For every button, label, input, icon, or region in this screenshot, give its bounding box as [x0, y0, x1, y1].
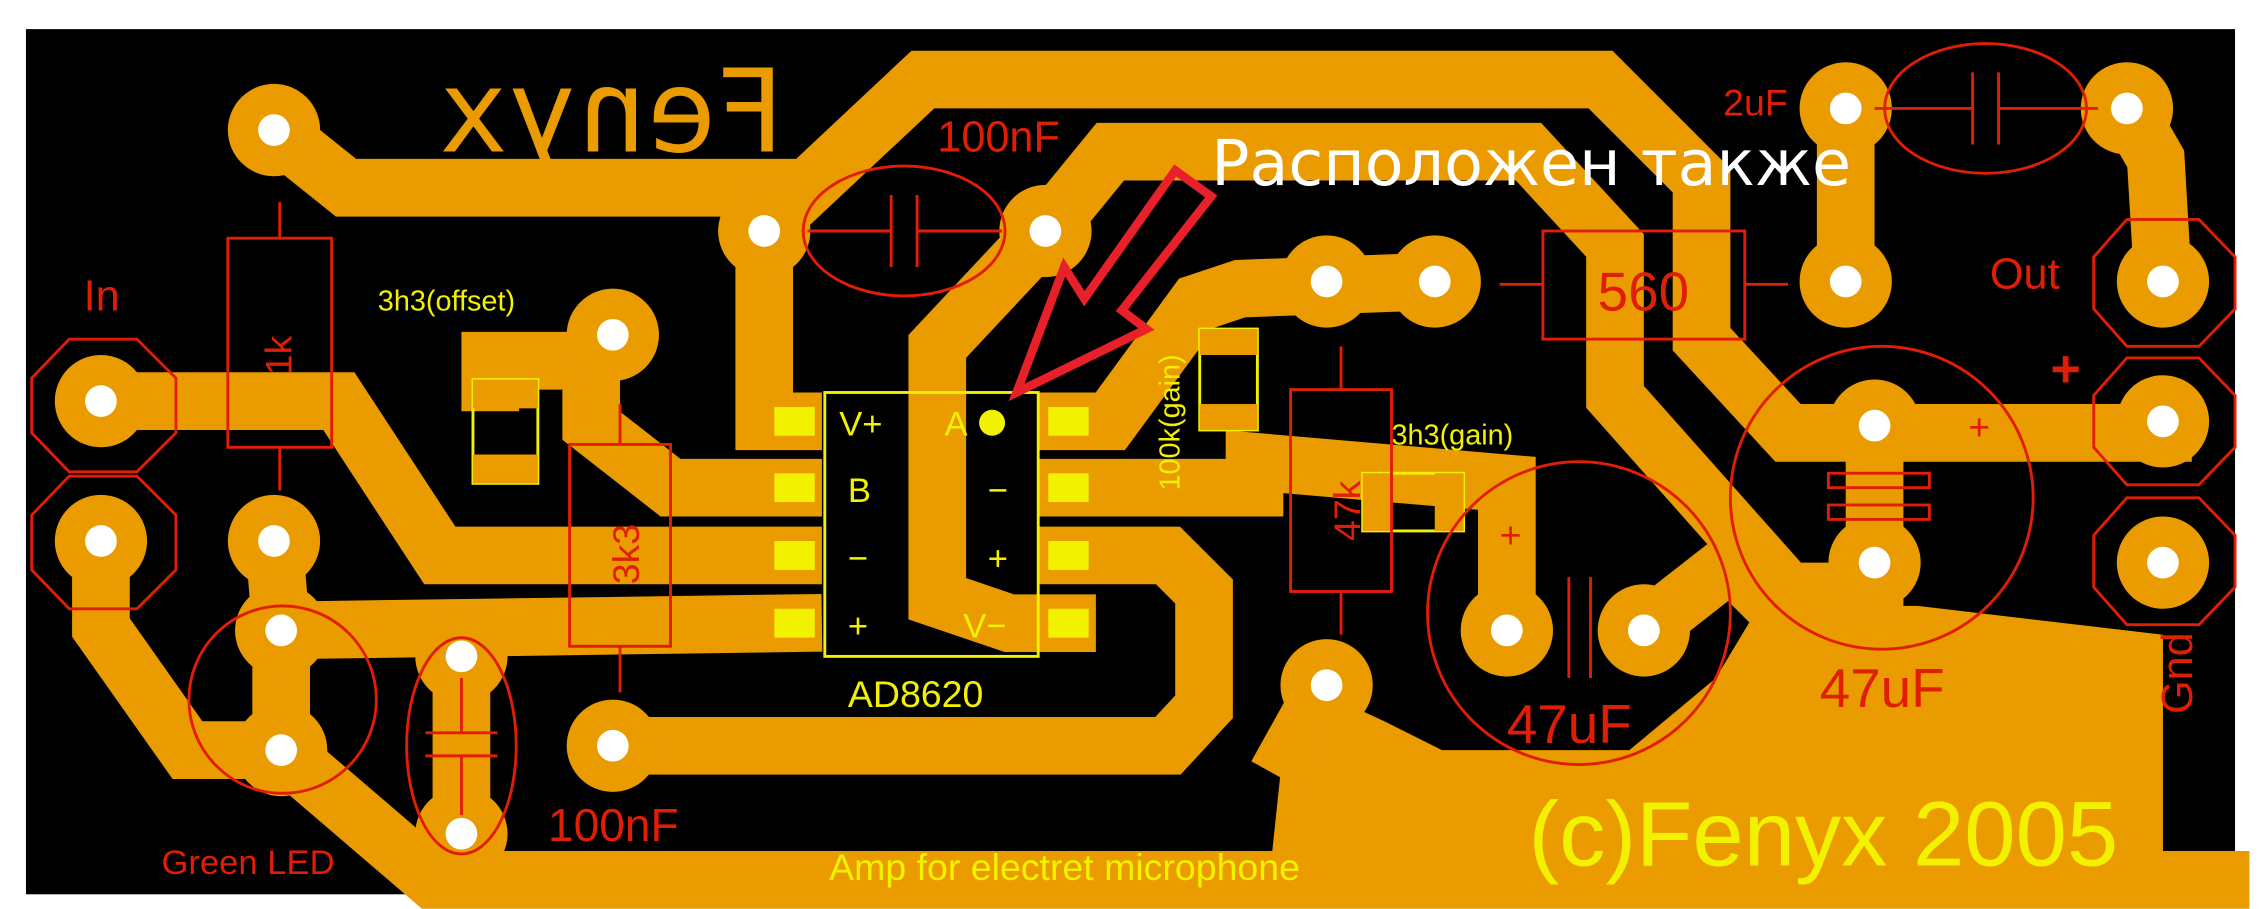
svg-text:V−: V−: [963, 608, 1006, 646]
drill-hole: [1418, 265, 1451, 298]
drill-hole: [265, 614, 298, 647]
drill-hole: [258, 525, 290, 557]
drill-hole: [596, 729, 629, 762]
r-1k-label: 1k: [257, 335, 299, 375]
drill-hole: [2111, 92, 2143, 125]
c47-left-plus: +: [1500, 514, 1522, 556]
annotation-text: Расположен также: [1211, 126, 1851, 200]
drill-hole: [1829, 92, 1862, 125]
smd-3h3-gain-label: 3h3(gain): [1391, 419, 1513, 451]
svg-text:B: B: [848, 472, 871, 510]
drill-hole: [2147, 546, 2179, 579]
through-hole-pads: [54, 62, 2210, 880]
smd-footprints: [471, 327, 1466, 533]
r-47k-label: 47k: [1326, 480, 1368, 541]
in-label: In: [84, 272, 120, 320]
drill-hole: [445, 817, 478, 850]
drill-hole: [1858, 409, 1891, 442]
drill-hole: [1310, 265, 1343, 298]
drill-hole: [445, 640, 478, 673]
gnd-label: Gnd: [2154, 632, 2202, 714]
svg-text:+: +: [848, 608, 868, 646]
drill-hole: [1858, 546, 1891, 579]
drill-hole: [1310, 669, 1343, 702]
drill-hole: [258, 114, 290, 146]
ground-pour: [1268, 605, 2163, 883]
c47-left-label: 47uF: [1507, 693, 1632, 755]
drill-hole: [85, 385, 117, 418]
ic-name: AD8620: [848, 673, 983, 715]
drill-hole: [85, 525, 117, 557]
board-title: Amp for electret microphone: [829, 846, 1300, 888]
r-560-label: 560: [1598, 260, 1689, 322]
drill-hole: [1627, 614, 1660, 647]
pin1-marker: [979, 409, 1006, 436]
annotation-arrow: [1008, 164, 1218, 402]
smd-100k-label: 100k(gain): [1155, 354, 1187, 490]
svg-text:−: −: [988, 472, 1008, 510]
c47-right-label: 47uF: [1820, 657, 1945, 719]
drill-hole: [1490, 614, 1523, 647]
ic-pin-labels: V+ B − + A − + V−: [839, 406, 1008, 646]
r-3k3-label: 3k3: [605, 524, 647, 584]
silkscreen-labels: 100nF 2uF In 1k 3k3 47k 560 Out + + + 47…: [84, 82, 2202, 882]
smd-offset-label: 3h3(offset): [378, 285, 515, 317]
silkscreen-red: [30, 42, 2237, 856]
c-bottom-label: 100nF: [548, 799, 679, 851]
credit-text: (c)Fenyx 2005: [1528, 781, 2118, 885]
drill-hole: [748, 215, 781, 247]
c-2uf-label: 2uF: [1723, 82, 1788, 124]
drill-hole: [2147, 405, 2179, 438]
fenyx-copper-logo: Fenyx: [439, 46, 786, 180]
led-label: Green LED: [162, 844, 335, 882]
drill-hole: [265, 734, 298, 766]
out-label: Out: [1990, 251, 2060, 299]
drill-hole: [2147, 265, 2179, 298]
svg-text:A: A: [944, 406, 967, 444]
c47-right-plus: +: [1968, 406, 1990, 448]
svg-text:+: +: [988, 540, 1008, 578]
drill-hole: [596, 318, 629, 351]
ic-outline: [823, 391, 1040, 658]
drill-hole: [1029, 215, 1062, 247]
out-plus-label: +: [2050, 341, 2080, 399]
drill-hole: [1829, 265, 1862, 298]
svg-text:V+: V+: [839, 406, 882, 444]
c-top-label: 100nF: [937, 114, 1060, 162]
svg-text:−: −: [848, 540, 868, 578]
ic-pads: [774, 406, 1089, 638]
